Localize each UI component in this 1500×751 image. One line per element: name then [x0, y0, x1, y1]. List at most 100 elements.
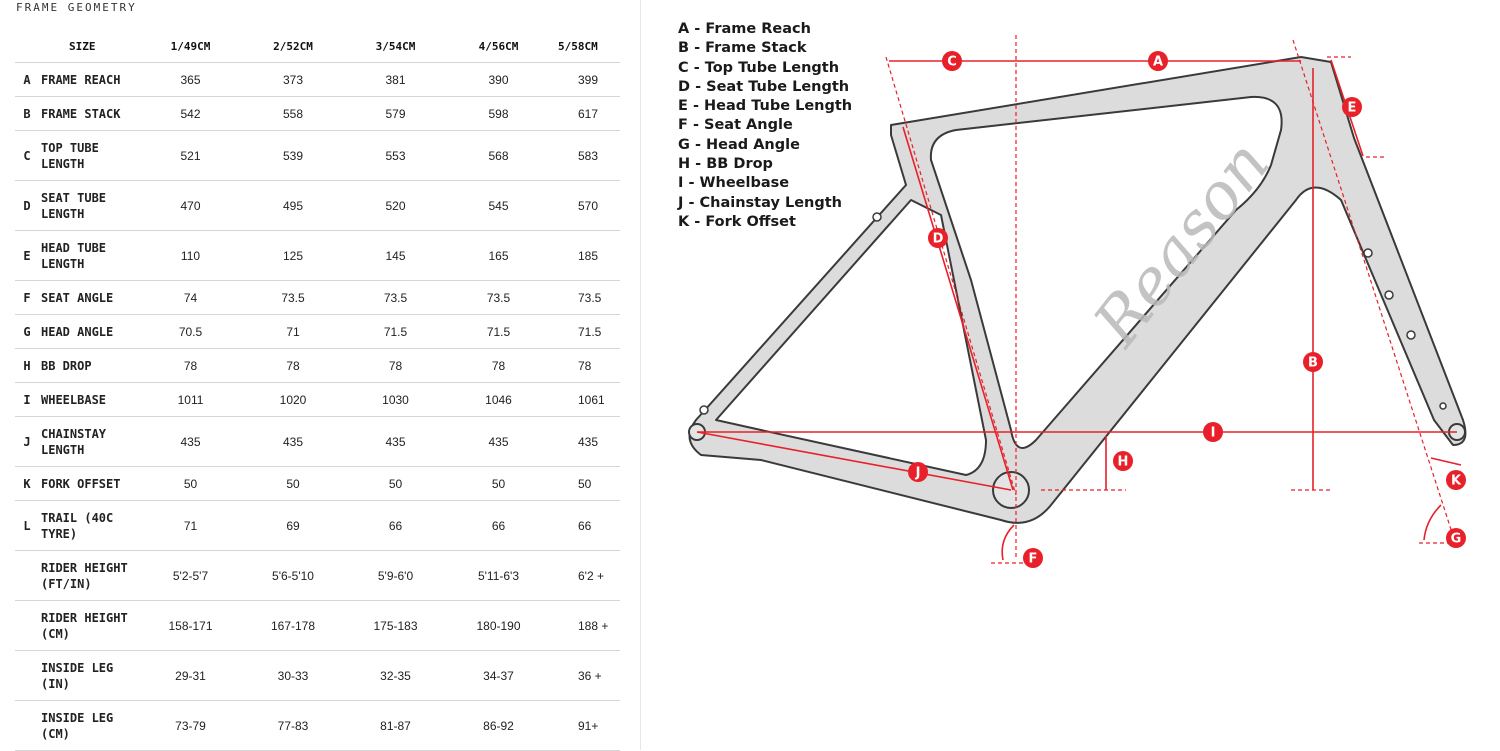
row-label-line: (CM) — [41, 726, 70, 741]
row-label-line: SEAT ANGLE — [41, 290, 114, 305]
marker-f: F — [1023, 548, 1043, 568]
row-label: BB DROP — [39, 348, 139, 383]
table-cell: 553 — [344, 130, 447, 181]
table-cell: 1030 — [344, 382, 447, 417]
table-cell: 50 — [344, 466, 447, 501]
table-cell: 77-83 — [242, 700, 344, 751]
size-column-header: 5/58CM — [550, 30, 620, 63]
row-code: J — [15, 416, 39, 467]
marker-label: J — [915, 466, 921, 481]
marker-circle — [1303, 352, 1323, 372]
marker-e: E — [1342, 97, 1362, 117]
marker-label: A — [1153, 55, 1163, 70]
table-cell: 50 — [242, 466, 344, 501]
table-cell: 50 — [139, 466, 242, 501]
row-code: D — [15, 180, 39, 231]
table-cell: 1046 — [447, 382, 550, 417]
row-code: G — [15, 314, 39, 349]
table-cell: 70.5 — [139, 314, 242, 349]
row-label-line: (IN) — [41, 676, 70, 691]
legend-item: I - Wheelbase — [678, 175, 790, 192]
table-cell: 78 — [242, 348, 344, 383]
table-cell: 125 — [242, 230, 344, 281]
row-label-line: TOP TUBE — [41, 140, 99, 155]
table-cell: 435 — [447, 416, 550, 467]
marker-a: A — [1148, 51, 1168, 71]
row-label: WHEELBASE — [39, 382, 139, 417]
table-cell: 73-79 — [139, 700, 242, 751]
table-cell: 390 — [447, 62, 550, 97]
table-cell: 36 + — [550, 650, 620, 701]
main-triangle-opening — [929, 95, 1283, 449]
bolt-hole — [1406, 330, 1416, 340]
row-code: H — [15, 348, 39, 383]
table-cell: 175-183 — [344, 600, 447, 651]
table-cell: 71 — [242, 314, 344, 349]
marker-b: B — [1303, 352, 1323, 372]
table-cell: 435 — [139, 416, 242, 467]
row-label-line: RIDER HEIGHT — [41, 560, 128, 575]
row-label-line: FORK OFFSET — [41, 476, 121, 491]
legend-item: J - Chainstay Length — [678, 194, 842, 211]
marker-label: K — [1451, 474, 1462, 489]
legend-item: K - Fork Offset — [678, 213, 796, 230]
table-cell: 5'9-6'0 — [344, 550, 447, 601]
table-cell: 381 — [344, 62, 447, 97]
table-cell: 110 — [139, 230, 242, 281]
table-cell: 579 — [344, 96, 447, 131]
row-label-line: (CM) — [41, 626, 70, 641]
marker-label: C — [947, 55, 957, 70]
row-label-line: LENGTH — [41, 206, 85, 221]
table-cell: 165 — [447, 230, 550, 281]
row-label: INSIDE LEG(IN) — [15, 650, 139, 701]
legend-item: G - Head Angle — [678, 136, 800, 153]
table-cell: 73.5 — [344, 280, 447, 315]
table-cell: 545 — [447, 180, 550, 231]
table-cell: 185 — [550, 230, 620, 281]
marker-circle — [1446, 528, 1466, 548]
table-cell: 74 — [139, 280, 242, 315]
bolt-hole — [1384, 290, 1394, 300]
rear-triangle-opening — [715, 199, 987, 476]
row-code: K — [15, 466, 39, 501]
table-cell: 91+ — [550, 700, 620, 751]
table-cell: 71.5 — [344, 314, 447, 349]
row-label: FRAME STACK — [39, 96, 139, 131]
table-cell: 78 — [447, 348, 550, 383]
marker-j: J — [908, 462, 928, 482]
row-label-line: CHAINSTAY — [41, 426, 107, 441]
geometry-table: SIZE 1/49CM 2/52CM 3/54CM 4/56CM 5/58CM … — [15, 30, 620, 751]
row-label-line: TRAIL (40C — [41, 510, 114, 525]
row-label-line: FRAME STACK — [41, 106, 121, 121]
marker-label: D — [933, 232, 944, 247]
marker-label: F — [1029, 552, 1038, 567]
row-label-line: LENGTH — [41, 256, 85, 271]
table-cell: 78 — [550, 348, 620, 383]
table-cell: 158-171 — [139, 600, 242, 651]
marker-circle — [942, 51, 962, 71]
row-code: C — [15, 130, 39, 181]
marker-circle — [908, 462, 928, 482]
row-label-line: LENGTH — [41, 442, 85, 457]
row-label-line: TYRE) — [41, 526, 78, 541]
size-column-header: 3/54CM — [344, 30, 447, 63]
table-cell: 617 — [550, 96, 620, 131]
frame-diagram: .dash { stroke:#e8202a; stroke-width:1.2… — [688, 35, 1467, 568]
bolt-hole — [1439, 402, 1447, 410]
marker-h: H — [1113, 451, 1133, 471]
table-cell: 78 — [139, 348, 242, 383]
marker-label: I — [1211, 426, 1216, 441]
table-cell: 32-35 — [344, 650, 447, 701]
